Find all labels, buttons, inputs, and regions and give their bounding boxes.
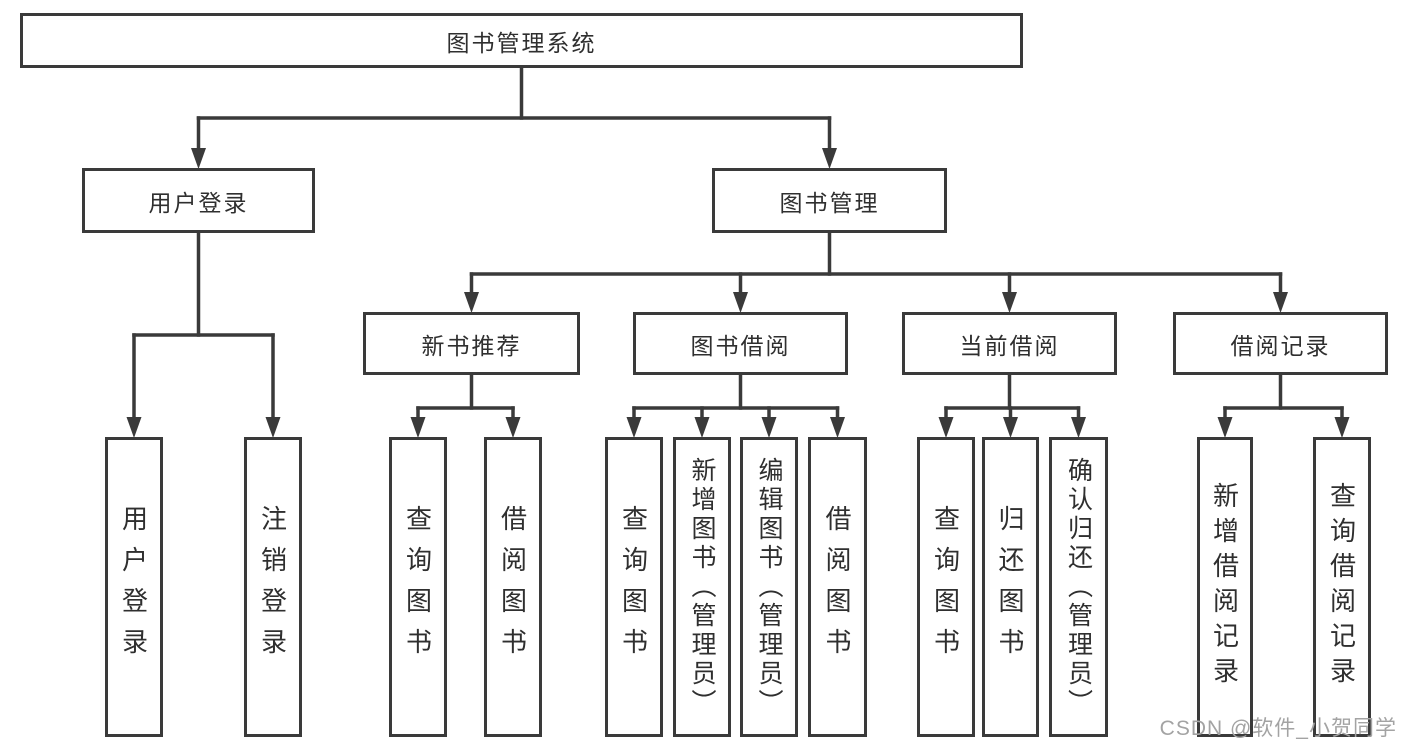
arrowhead [505, 417, 521, 438]
node-cb-query: 查询图书 [917, 437, 975, 737]
watermark: CSDN @软件_小贺同学 [1159, 717, 1397, 740]
node-nb-borrow: 借阅图书 [484, 437, 542, 737]
arrowhead [126, 417, 142, 438]
node-bb-borrow: 借阅图书 [808, 437, 867, 737]
node-user-login: 用户登录 [105, 437, 163, 737]
node-newbook: 新书推荐 [363, 312, 580, 375]
node-bb-query: 查询图书 [605, 437, 663, 737]
node-login: 用户登录 [82, 168, 315, 233]
arrowhead [1273, 292, 1288, 313]
arrowhead [464, 292, 479, 313]
node-cb-return: 归还图书 [982, 437, 1039, 737]
arrowhead [1002, 292, 1017, 313]
arrowhead [410, 417, 426, 438]
node-rec-add: 新增借阅记录 [1197, 437, 1253, 737]
arrowhead [191, 148, 206, 169]
node-rec-query: 查询借阅记录 [1313, 437, 1371, 737]
node-bb-add: 新增图书（管理员） [673, 437, 731, 737]
arrowhead [733, 292, 748, 313]
node-logout: 注销登录 [244, 437, 302, 737]
node-mgmt: 图书管理 [712, 168, 947, 233]
arrowhead [1217, 417, 1233, 438]
arrowhead [694, 417, 710, 438]
node-current: 当前借阅 [902, 312, 1117, 375]
node-bb-edit: 编辑图书（管理员） [740, 437, 798, 737]
node-cb-confirm: 确认归还（管理员） [1049, 437, 1108, 737]
node-records: 借阅记录 [1173, 312, 1388, 375]
arrowhead [938, 417, 954, 438]
arrowhead [1334, 417, 1350, 438]
arrowhead [761, 417, 777, 438]
arrowhead [822, 148, 837, 169]
arrowhead [1003, 417, 1018, 438]
node-sys: 图书管理系统 [20, 13, 1023, 68]
arrowhead [1071, 417, 1086, 438]
arrowhead [830, 417, 845, 438]
node-borrow: 图书借阅 [633, 312, 848, 375]
arrowhead [265, 417, 281, 438]
node-nb-query: 查询图书 [389, 437, 447, 737]
arrowhead [626, 417, 642, 438]
